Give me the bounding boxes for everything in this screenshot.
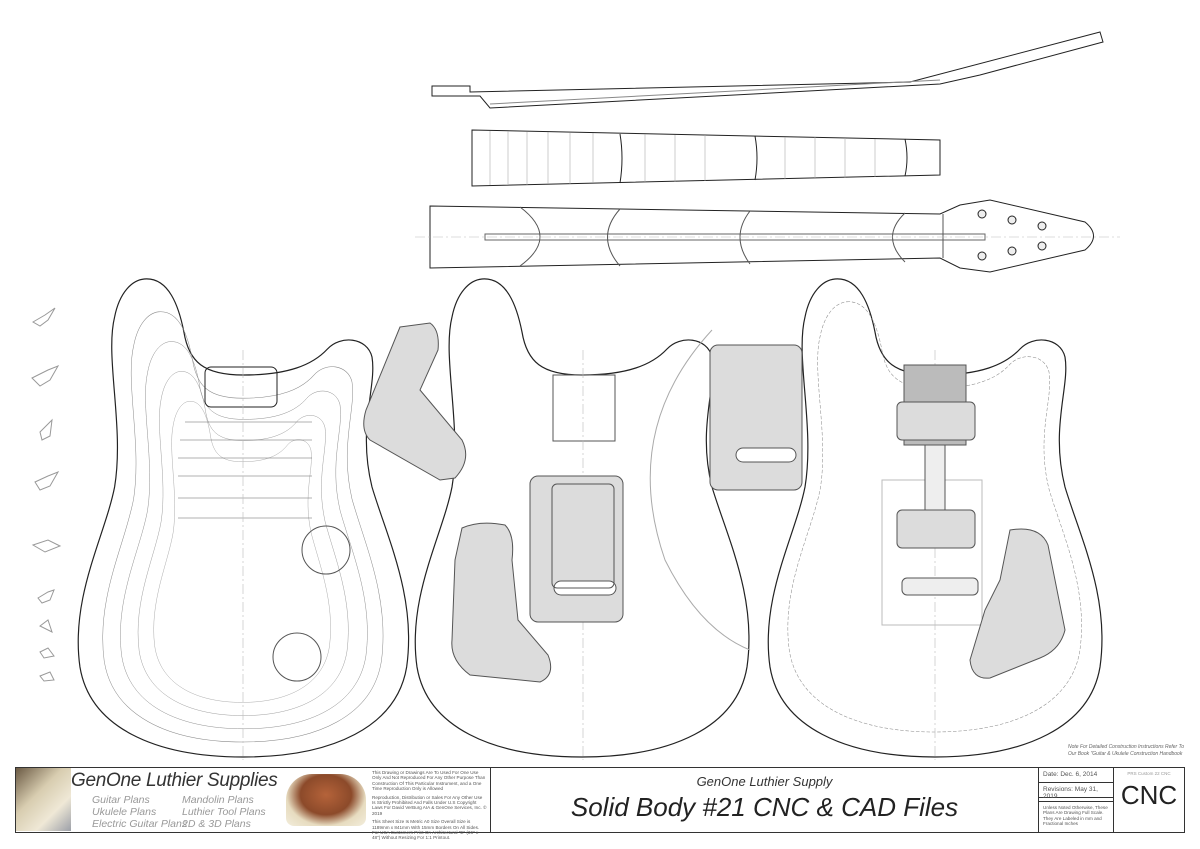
plan-link-luthier-tools[interactable]: Luthier Tool Plans xyxy=(182,806,266,818)
brand-name: GenOne Luthier Supplies xyxy=(71,770,278,791)
construction-note: Note For Detailed Construction Instructi… xyxy=(1068,744,1184,757)
drawing-title: Solid Body #21 CNC & CAD Files xyxy=(570,792,959,822)
plan-link-guitar[interactable]: Guitar Plans xyxy=(92,794,150,806)
legal-usage: This Drawing or Drawings Are To Used For… xyxy=(372,770,486,792)
sheet-label-panel: PRS Custom 22 CNC CNC xyxy=(1114,768,1184,832)
date: Date: Dec. 6, 2014 xyxy=(1039,771,1113,783)
company-name: GenOne Luthier Supply xyxy=(696,774,833,789)
model-code: PRS Custom 22 CNC xyxy=(1127,771,1171,776)
neck-top-view xyxy=(415,199,1120,273)
title-panel: GenOne Luthier Supply Solid Body #21 CNC… xyxy=(491,768,1039,832)
plan-link-2d-3d[interactable]: 2D & 3D Plans xyxy=(182,818,251,830)
revision-panel: Date: Dec. 6, 2014 Revisions: May 31, 20… xyxy=(1039,768,1114,832)
sheet-label: CNC xyxy=(1120,780,1178,810)
plan-link-ukulele[interactable]: Ukulele Plans xyxy=(92,806,157,818)
legal-sheet-size: This Sheet Size Is Metric A0 Size Overal… xyxy=(372,819,480,841)
legal-notice: This Drawing or Drawings Are To Used For… xyxy=(369,768,491,840)
fretboard-view xyxy=(471,129,941,187)
logo-panel: GenOne Luthier Supplies Guitar Plans Uku… xyxy=(16,768,369,832)
plan-link-electric-guitar[interactable]: Electric Guitar Plans xyxy=(92,818,188,830)
guitar-photo xyxy=(16,768,71,831)
body-carve-contours xyxy=(77,278,410,760)
revisions: Revisions: May 31, 2019 xyxy=(1039,786,1113,800)
bird-inlays xyxy=(31,307,62,682)
title-block: GenOne Luthier Supplies Guitar Plans Uku… xyxy=(15,767,1185,840)
body-mold-photo xyxy=(286,774,366,826)
legal-copyright: Reproduction, Distribution or Sales For … xyxy=(372,794,487,816)
neck-side-view xyxy=(431,31,1104,109)
plan-link-mandolin[interactable]: Mandolin Plans xyxy=(182,794,254,806)
scale-note: Unless Noted Otherwise, These Plans Are … xyxy=(1039,801,1113,827)
